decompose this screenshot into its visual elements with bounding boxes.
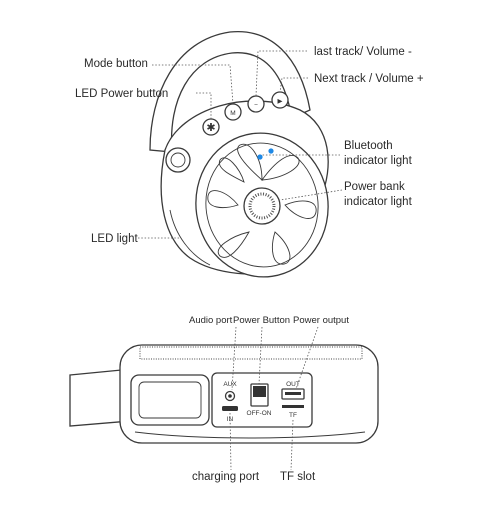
center-speaker-mesh bbox=[248, 192, 276, 220]
tf-slot[interactable] bbox=[282, 405, 304, 408]
label-bluetooth-line1: Bluetooth bbox=[344, 140, 393, 152]
speaker-petal-grille bbox=[207, 143, 317, 265]
mode-button-glyph: M bbox=[230, 110, 235, 117]
speaker-side-view: AUX IN OFF-ON OUT TF bbox=[69, 344, 379, 444]
label-last-track: last track/ Volume - bbox=[314, 46, 412, 58]
side-left-panel bbox=[130, 374, 210, 426]
in-text: IN bbox=[227, 416, 234, 423]
mode-button[interactable] bbox=[224, 103, 242, 121]
label-next-track: Next track / Volume + bbox=[314, 73, 424, 85]
tf-text: TF bbox=[289, 412, 297, 419]
side-knob bbox=[165, 147, 191, 173]
aux-text: AUX bbox=[223, 381, 237, 388]
charging-port[interactable] bbox=[222, 406, 238, 411]
label-led-power-button: LED Power button bbox=[75, 88, 168, 100]
label-led-light: LED light bbox=[91, 233, 138, 245]
off-on-text: OFF-ON bbox=[247, 410, 272, 417]
side-leader-lines bbox=[229, 326, 319, 471]
powerbank-indicator-light bbox=[268, 148, 274, 154]
out-text: OUT bbox=[286, 381, 300, 388]
last-track-button-glyph: − bbox=[254, 102, 258, 109]
top-labels: Mode button LED Power button LED light l… bbox=[75, 46, 424, 245]
label-powerbank-line2: indicator light bbox=[344, 196, 413, 208]
power-switch-knob bbox=[253, 386, 266, 397]
speaker-top-view: ✱ M − ▶ bbox=[149, 30, 329, 278]
label-tf-slot: TF slot bbox=[280, 471, 316, 483]
side-bottom-rim bbox=[134, 431, 366, 439]
speaker-front-inner bbox=[205, 142, 319, 268]
label-mode-button: Mode button bbox=[84, 58, 148, 70]
power-output-port-inner bbox=[285, 392, 301, 395]
last-track-button[interactable] bbox=[247, 95, 265, 113]
next-track-button-glyph: ▶ bbox=[278, 98, 283, 105]
led-power-button-icon: ✱ bbox=[206, 121, 215, 134]
bluetooth-indicator-light bbox=[257, 154, 263, 160]
side-labels: Audio port Power Button Power output cha… bbox=[189, 315, 349, 483]
side-rib-band bbox=[139, 346, 363, 360]
carry-handle bbox=[149, 30, 311, 153]
led-light-band bbox=[169, 209, 211, 266]
label-charging-port: charging port bbox=[192, 471, 260, 483]
side-knob-inner bbox=[170, 152, 186, 168]
side-left-panel-inner bbox=[138, 381, 202, 419]
label-powerbank-line1: Power bank bbox=[344, 181, 405, 193]
label-power-button: Power Button bbox=[233, 315, 290, 326]
label-audio-port: Audio port bbox=[189, 315, 233, 326]
audio-port-hole bbox=[228, 394, 232, 398]
top-leader-lines bbox=[138, 50, 343, 239]
label-power-output: Power output bbox=[293, 315, 349, 326]
label-bluetooth-line2: indicator light bbox=[344, 155, 413, 167]
